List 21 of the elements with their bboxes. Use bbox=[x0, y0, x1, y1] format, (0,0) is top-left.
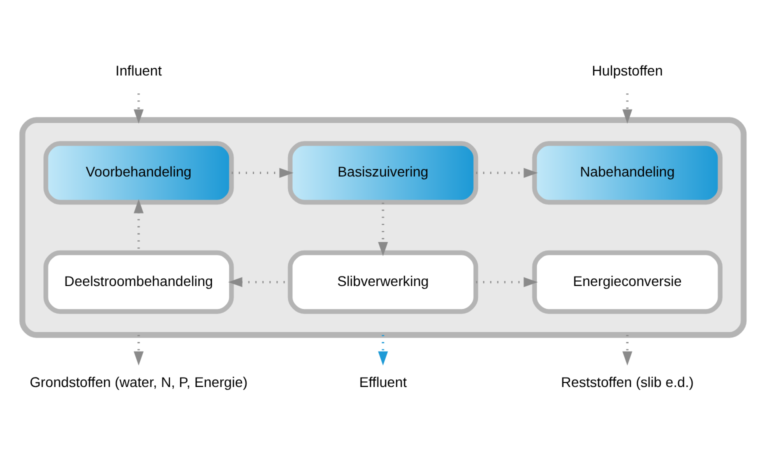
arrow bbox=[232, 168, 294, 178]
node-box: Energieconversie bbox=[532, 250, 722, 314]
node-box: Nabehandeling bbox=[532, 141, 722, 205]
node-box: Deelstroombehandeling bbox=[44, 250, 234, 314]
arrow bbox=[378, 335, 388, 366]
arrow bbox=[476, 277, 538, 288]
arrow bbox=[134, 93, 144, 124]
arrow bbox=[476, 168, 538, 178]
cluster bbox=[19, 117, 747, 338]
node-text: Effluent bbox=[359, 374, 407, 390]
node-text: Reststoffen (slib e.d.) bbox=[560, 374, 694, 390]
arrow bbox=[622, 335, 632, 366]
node-box: Basiszuivering bbox=[288, 141, 478, 205]
node-box: Slibverwerking bbox=[288, 250, 478, 314]
arrow bbox=[622, 93, 632, 124]
node-text: Grondstoffen (water, N, P, Energie) bbox=[30, 374, 248, 390]
arrow bbox=[378, 202, 388, 256]
node-box: Voorbehandeling bbox=[44, 141, 234, 205]
arrow bbox=[134, 335, 144, 366]
node-text: Influent bbox=[116, 62, 162, 78]
node-text: Hulpstoffen bbox=[592, 62, 663, 78]
